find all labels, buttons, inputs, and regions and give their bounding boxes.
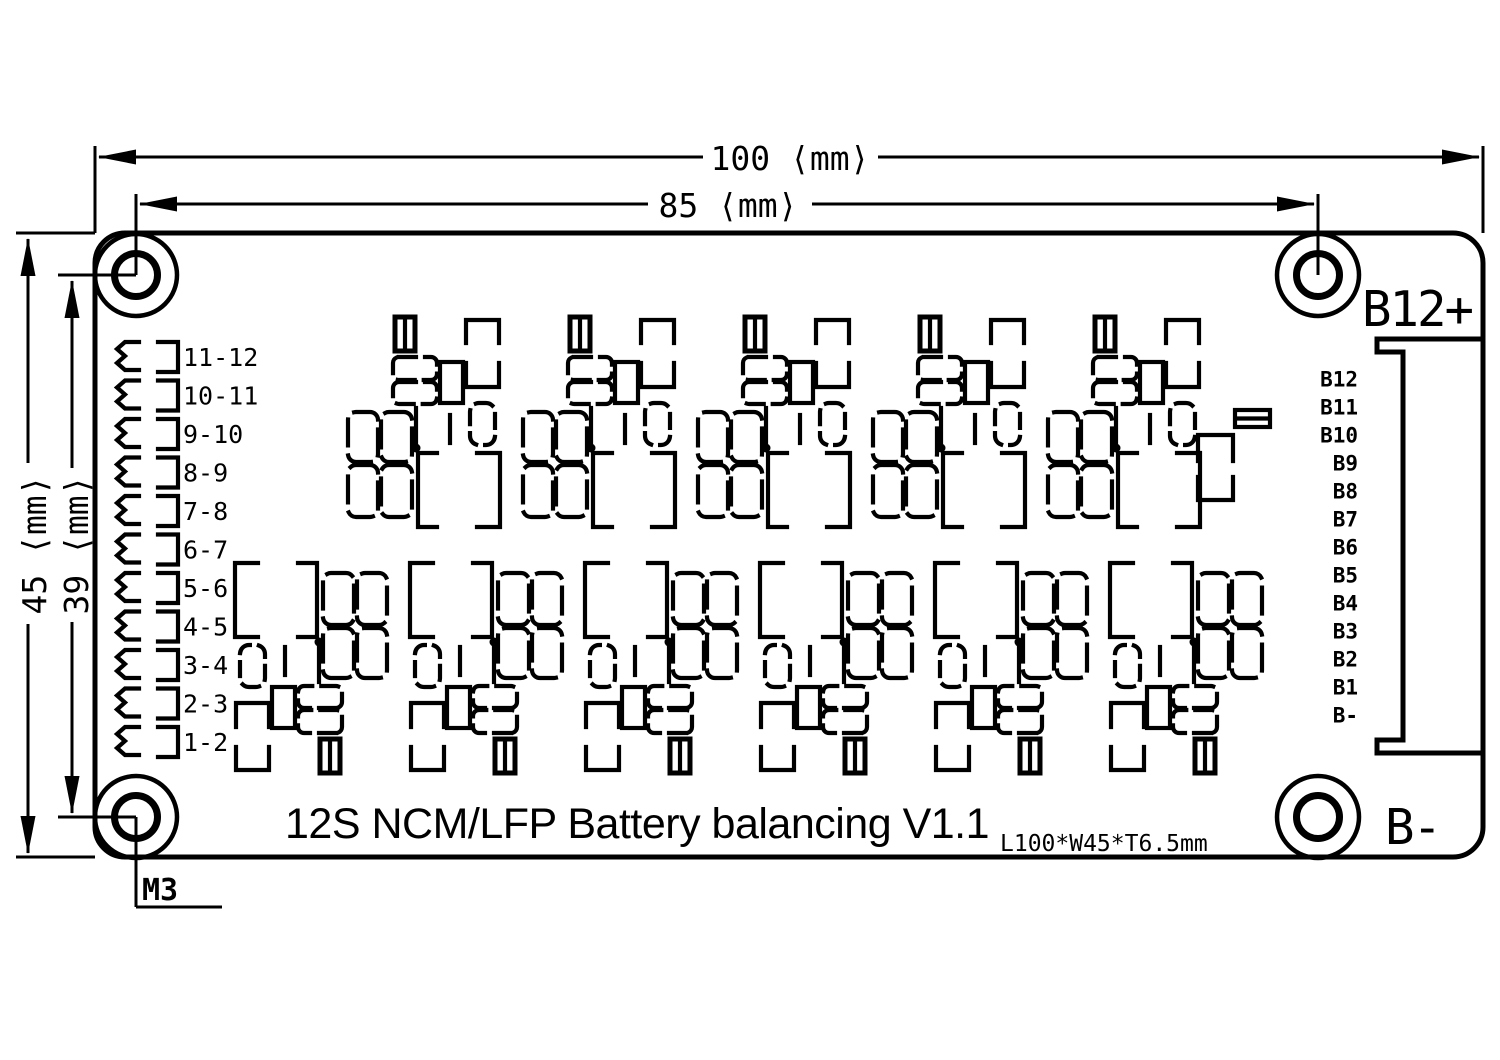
battery-connector-outline xyxy=(1374,336,1484,756)
dim-width-holes: 85 ⟨mm⟩ xyxy=(658,186,797,225)
pin-label-b2: B2 xyxy=(1333,648,1358,672)
pin-label-b10: B10 xyxy=(1320,424,1358,448)
dim-width-total: 100 ⟨mm⟩ xyxy=(711,139,870,178)
terminal-b12-plus: B12+ xyxy=(1362,281,1473,338)
pin-label-b11: B11 xyxy=(1320,396,1358,420)
balance-lead-connectors xyxy=(117,342,178,757)
connector-label-10-11: 10-11 xyxy=(183,382,258,411)
connector-label-1-2: 1-2 xyxy=(183,728,228,757)
hole-thread-label: M3 xyxy=(142,873,178,908)
connector-label-9-10: 9-10 xyxy=(183,420,243,449)
connector-label-3-4: 3-4 xyxy=(183,651,228,680)
balancer-modules-bottom-row xyxy=(235,563,1262,773)
misc-footprints xyxy=(1195,407,1273,503)
pin-label-b3: B3 xyxy=(1333,620,1358,644)
board-title: 12S NCM/LFP Battery balancing V1.1 xyxy=(285,800,989,848)
dim-height-total: 45 ⟨mm⟩ xyxy=(15,475,54,614)
connector-label-7-8: 7-8 xyxy=(183,497,228,526)
balance-lead-labels: 11-12 10-11 9-10 8-9 7-8 6-7 5-6 4-5 3-4… xyxy=(183,343,258,757)
connector-label-5-6: 5-6 xyxy=(183,574,228,603)
pin-label-b8: B8 xyxy=(1333,480,1358,504)
pin-label-b1: B1 xyxy=(1333,676,1358,700)
pin-label-b7: B7 xyxy=(1333,508,1358,532)
pin-label-b5: B5 xyxy=(1333,564,1358,588)
pin-label-b-minus: B- xyxy=(1333,704,1358,728)
connector-label-11-12: 11-12 xyxy=(183,343,258,372)
connector-label-6-7: 6-7 xyxy=(183,536,228,565)
dim-height-holes: 39 ⟨mm⟩ xyxy=(57,475,96,614)
balancer-modules-top-row xyxy=(348,317,1200,527)
pin-label-b12: B12 xyxy=(1320,368,1358,392)
pin-label-b9: B9 xyxy=(1333,452,1358,476)
board-outline xyxy=(92,230,1486,860)
battery-pin-labels: B12 B11 B10 B9 B8 B7 B6 B5 B4 B3 B2 B1 B… xyxy=(1320,368,1358,728)
pin-label-b6: B6 xyxy=(1333,536,1358,560)
size-note: L100*W45*T6.5mm xyxy=(1000,831,1208,857)
connector-label-4-5: 4-5 xyxy=(183,613,228,642)
connector-label-2-3: 2-3 xyxy=(183,690,228,719)
mounting-hole-bottom-right xyxy=(1277,776,1359,858)
pin-label-b4: B4 xyxy=(1333,592,1358,616)
terminal-b-minus: B- xyxy=(1385,799,1440,856)
connector-label-8-9: 8-9 xyxy=(183,459,228,488)
dimension-lines xyxy=(16,146,1485,909)
